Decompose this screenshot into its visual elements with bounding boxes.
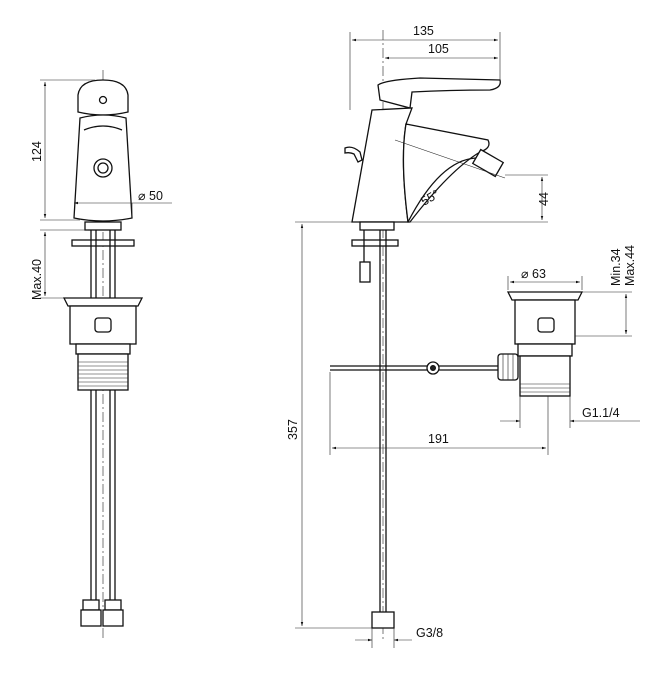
dim-hose-thread: G3/8 — [416, 626, 443, 640]
dim-hose-length: 357 — [286, 419, 300, 440]
dim-waste-max: Max.44 — [623, 245, 637, 286]
dim-waste-thread: G1.1/4 — [582, 406, 620, 420]
front-waste — [62, 297, 144, 391]
side-waste — [497, 291, 584, 397]
dim-max-deck: Max.40 — [30, 259, 44, 300]
side-handle — [377, 77, 501, 109]
dim-waste-diameter: ⌀ 63 — [521, 267, 546, 281]
side-outlet — [471, 148, 505, 178]
dim-spout-reach: 105 — [428, 42, 449, 56]
dim-popup-rod: 191 — [428, 432, 449, 446]
front-view: 124 Max.40 ⌀ 50 — [30, 70, 172, 640]
side-view: 135 105 44 55° 357 G3/8 191 ⌀ 63 Min.34 … — [286, 24, 640, 648]
dim-body-diameter: ⌀ 50 — [138, 189, 163, 203]
dim-height: 124 — [30, 141, 44, 162]
front-hose-nuts — [80, 599, 124, 627]
side-spout — [402, 123, 490, 223]
dim-waste-min: Min.34 — [609, 248, 623, 286]
front-handle — [77, 79, 129, 116]
dim-overall-length: 135 — [413, 24, 434, 38]
dim-outlet-height: 44 — [537, 192, 551, 206]
